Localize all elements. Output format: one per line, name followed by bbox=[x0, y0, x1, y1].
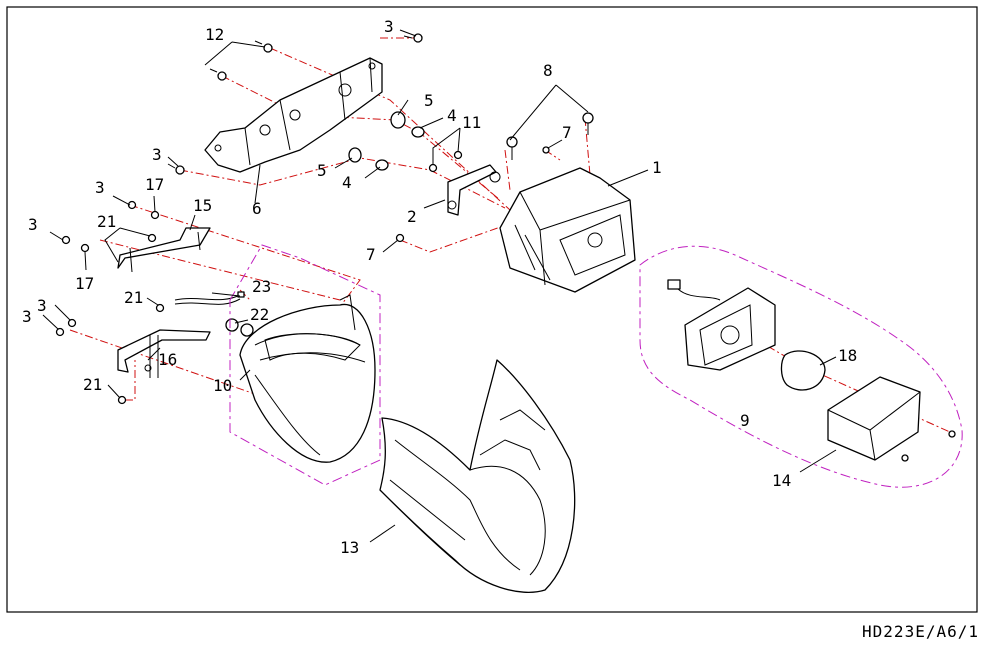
callout-17-lower: 17 bbox=[75, 274, 94, 293]
wire-23 bbox=[174, 291, 245, 305]
rear-lens-10 bbox=[239, 294, 376, 463]
callout-labels: 1 2 3 3 3 3 3 3 4 4 5 5 6 7 7 8 9 10 11 … bbox=[22, 17, 857, 557]
callout-7-lower: 7 bbox=[366, 245, 376, 264]
callout-4-lower: 4 bbox=[342, 173, 352, 192]
callout-21-lower: 21 bbox=[83, 375, 102, 394]
callout-21-upper: 21 bbox=[97, 212, 116, 231]
callout-13: 13 bbox=[340, 538, 359, 557]
callout-22: 22 bbox=[250, 305, 269, 324]
callout-17-upper: 17 bbox=[145, 175, 164, 194]
drawing-code: HD223E/A6/1 bbox=[862, 622, 979, 641]
callout-3-top: 3 bbox=[384, 17, 394, 36]
callout-16: 16 bbox=[158, 350, 177, 369]
bracket-6 bbox=[204, 57, 383, 173]
callout-10: 10 bbox=[213, 376, 232, 395]
callout-3-left-d: 3 bbox=[22, 307, 32, 326]
callout-6: 6 bbox=[252, 199, 262, 218]
callout-5-lower: 5 bbox=[317, 161, 327, 180]
tail-light-housing-1 bbox=[499, 167, 636, 293]
drawing-frame bbox=[6, 6, 978, 613]
callout-21-middle: 21 bbox=[124, 288, 143, 307]
callout-2: 2 bbox=[407, 207, 417, 226]
callout-3-left-b: 3 bbox=[28, 215, 38, 234]
callout-23: 23 bbox=[252, 277, 271, 296]
callout-15: 15 bbox=[193, 196, 212, 215]
group-outline-10 bbox=[229, 244, 381, 486]
lamp-assembly-9 bbox=[639, 245, 963, 488]
fasteners bbox=[55, 33, 594, 405]
license-bracket-15 bbox=[117, 227, 211, 273]
callout-18: 18 bbox=[838, 346, 857, 365]
callout-14: 14 bbox=[772, 471, 791, 490]
callout-12: 12 bbox=[205, 25, 224, 44]
callout-8: 8 bbox=[543, 61, 553, 80]
callout-3-left-a: 3 bbox=[95, 178, 105, 197]
callout-9: 9 bbox=[740, 411, 750, 430]
callout-3-left-c: 3 bbox=[37, 296, 47, 315]
callout-1: 1 bbox=[652, 158, 662, 177]
callout-7-upper: 7 bbox=[562, 123, 572, 142]
callout-4-upper: 4 bbox=[447, 106, 457, 125]
bracket-2 bbox=[447, 164, 501, 216]
callout-11: 11 bbox=[462, 113, 481, 132]
license-bracket-16 bbox=[117, 329, 211, 378]
leader-lines bbox=[42, 29, 837, 543]
rear-cowl-13 bbox=[379, 359, 576, 593]
callout-5-upper: 5 bbox=[424, 91, 434, 110]
callout-3-bracket: 3 bbox=[152, 145, 162, 164]
